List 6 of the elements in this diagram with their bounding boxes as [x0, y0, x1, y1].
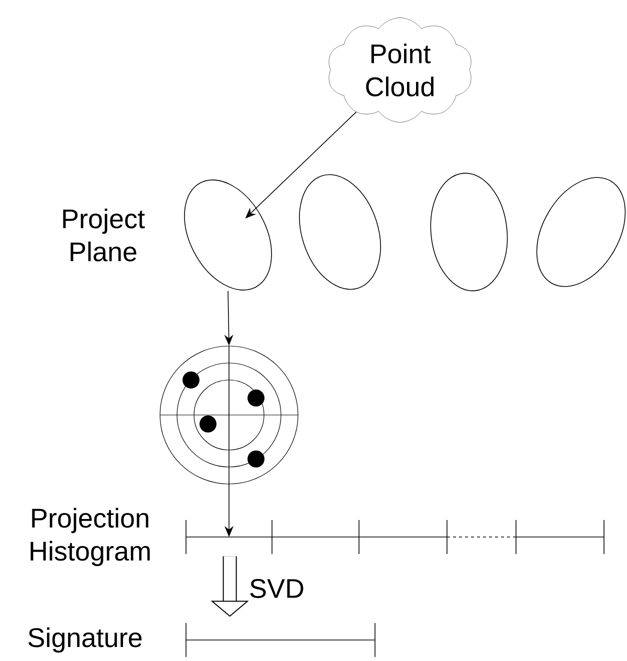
polar-grid-drawing — [160, 346, 298, 484]
side-label: Project Plane — [63, 208, 145, 262]
plane-ellipse — [430, 172, 508, 292]
bar-label: Projection Histogram — [30, 508, 150, 566]
bar-label: Signature — [28, 627, 142, 653]
edge-label: SVD — [248, 578, 306, 600]
